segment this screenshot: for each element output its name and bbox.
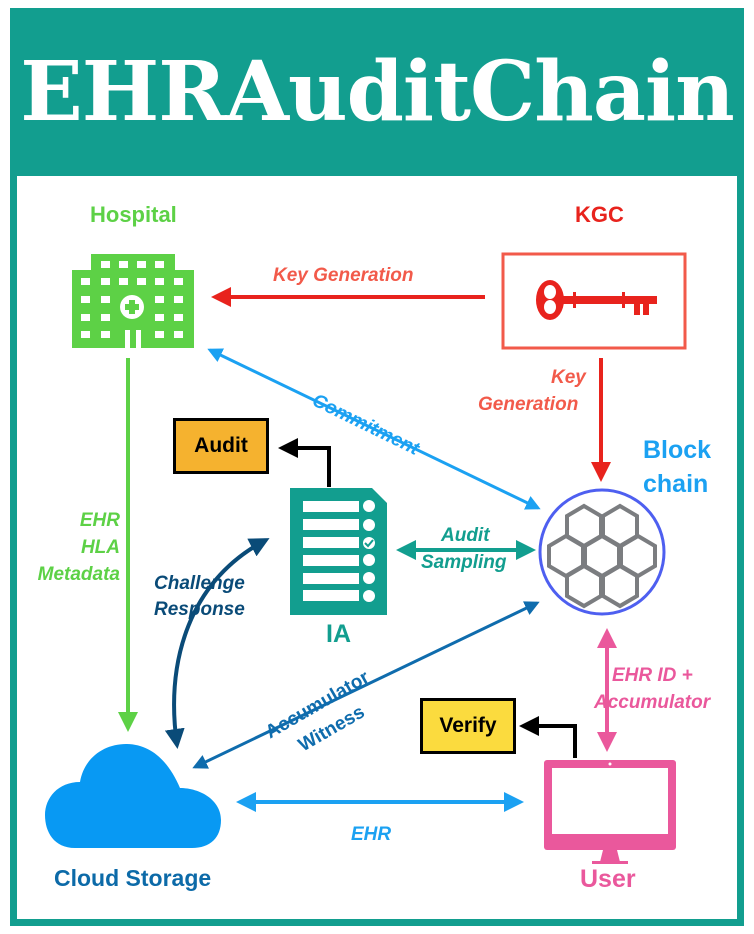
kgc-label: KGC [575, 202, 624, 227]
blockchain-label-line1: Block [643, 436, 712, 464]
user-blockchain-label-line2: Accumulator [594, 692, 711, 713]
ia-to-audit-arrow [278, 438, 331, 487]
cloud-storage-label: Cloud Storage [54, 865, 212, 891]
key-generation-vertical-line2: Generation [478, 394, 579, 415]
hospital-cloud-label-line1: EHR [79, 510, 120, 531]
challenge-response-arrow [164, 538, 270, 749]
verify-box: Verify [420, 698, 516, 754]
kgc-box [501, 252, 687, 350]
frame-border-right [737, 176, 744, 926]
blockchain-label-line2: chain [643, 470, 709, 498]
audit-sampling-label-line2: Sampling [421, 552, 507, 573]
accumulator-witness-arrow [192, 601, 540, 769]
ia-label: IA [326, 620, 351, 648]
challenge-label-line2: Response [154, 599, 245, 620]
user-to-verify-arrow [519, 716, 577, 758]
key-icon [536, 280, 657, 320]
checklist-document-icon [290, 488, 387, 615]
user-label: User [580, 865, 636, 893]
audit-sampling-label-line1: Audit [441, 525, 490, 546]
diagram-title: EHRAuditChain [20, 44, 735, 140]
hexagon-cluster-icon [538, 488, 666, 616]
cloud-user-label: EHR [351, 824, 392, 845]
key-generation-label: Key Generation [273, 265, 414, 286]
challenge-label-line1: Challenge [154, 573, 245, 594]
key-generation-vertical-line1: Key [551, 367, 586, 388]
cloud-icon [45, 744, 221, 848]
audit-box: Audit [173, 418, 269, 474]
user-blockchain-label-line1: EHR ID + [612, 665, 693, 686]
title-banner [10, 8, 744, 176]
commitment-arrow [207, 348, 541, 510]
hospital-building-icon [72, 254, 194, 348]
hospital-label: Hospital [90, 202, 177, 227]
frame-border-left [10, 176, 17, 926]
hospital-cloud-label-line2: HLA [80, 537, 120, 558]
frame-border-bottom [10, 919, 744, 926]
monitor-icon [544, 760, 676, 864]
hospital-cloud-label-line3: Metadata [37, 564, 120, 585]
